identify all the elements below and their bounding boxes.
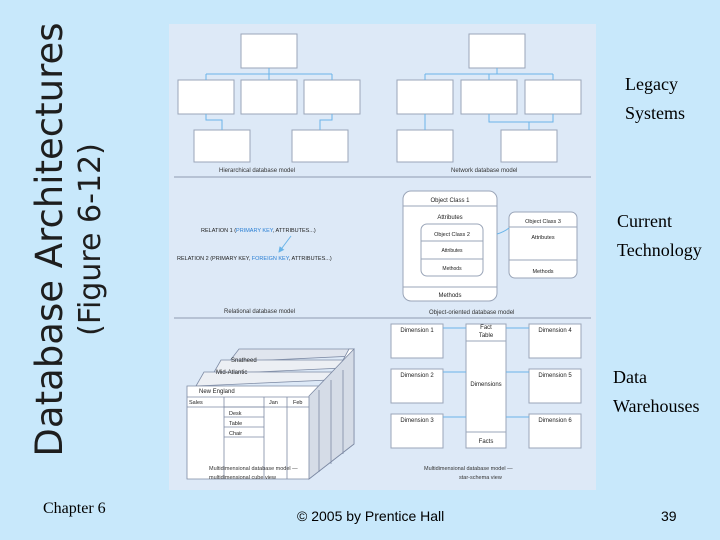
relation-1: RELATION 1 (PRIMARY KEY, ATTRIBUTES...) bbox=[201, 228, 316, 234]
dimension-box bbox=[390, 413, 444, 449]
object-class-2-methods: Methods bbox=[442, 266, 462, 272]
hier-leaf-box bbox=[193, 129, 251, 163]
legacy-line-1: Legacy bbox=[625, 74, 678, 94]
object-class-3-methods: Methods bbox=[532, 269, 553, 275]
object-class-3-attributes: Attributes bbox=[531, 235, 554, 241]
data-warehouses-label: Data Warehouses bbox=[613, 363, 700, 421]
slide-title: Database Architectures (Figure 6-12) bbox=[28, 12, 128, 467]
cube-midatlantic-label: Mid-Atlantic bbox=[216, 370, 247, 376]
cube-sales-label: Sales bbox=[189, 400, 203, 406]
current-technology-label: Current Technology bbox=[617, 207, 702, 265]
slide-title-sub: (Figure 6-12) bbox=[73, 143, 108, 336]
dimension-box bbox=[528, 323, 582, 359]
object-methods-label: Methods bbox=[438, 293, 461, 299]
fact-label: Fact bbox=[480, 325, 492, 331]
hier-child-box bbox=[177, 79, 235, 115]
cube-newengland-label: New England bbox=[199, 389, 235, 395]
cube-row-label: Desk bbox=[229, 411, 242, 417]
network-box bbox=[524, 79, 582, 115]
cube-row-label: Table bbox=[229, 421, 242, 427]
hier-child-box bbox=[303, 79, 361, 115]
cube-labels: Snatheed Mid-Atlantic New England Sales … bbox=[189, 358, 302, 437]
relational-caption: Relational database model bbox=[224, 309, 295, 315]
slide-title-main: Database Architectures bbox=[28, 22, 71, 457]
network-box bbox=[396, 129, 454, 163]
hierarchical-model bbox=[177, 33, 361, 163]
object-class-2-inner bbox=[420, 223, 484, 277]
current-line-2: Technology bbox=[617, 240, 702, 260]
legacy-systems-label: Legacy Systems bbox=[625, 70, 685, 128]
cube-caption-2: multidimensional cube view bbox=[209, 475, 276, 481]
cube-caption-1: Multidimensional database model — bbox=[209, 466, 298, 472]
page-number: 39 bbox=[661, 508, 677, 524]
dimension-label: Dimension 4 bbox=[538, 328, 572, 334]
network-caption: Network database model bbox=[451, 168, 517, 174]
hier-child-box bbox=[240, 79, 298, 115]
copyright-label: © 2005 by Prentice Hall bbox=[297, 508, 445, 524]
fact-table bbox=[465, 323, 507, 449]
cube-model bbox=[186, 348, 355, 480]
dimension-label: Dimension 5 bbox=[538, 373, 572, 379]
object-model: Object Class 1 Attributes Object Class 2… bbox=[402, 190, 578, 316]
object-link bbox=[496, 227, 510, 235]
star-schema: Dimension 1 Dimension 2 Dimension 3 Dime… bbox=[390, 323, 582, 481]
hier-connectors bbox=[205, 68, 333, 130]
relational-model: RELATION 1 (PRIMARY KEY, ATTRIBUTES...) … bbox=[177, 228, 332, 315]
network-root-box bbox=[468, 33, 526, 69]
network-box bbox=[500, 129, 558, 163]
hier-caption: Hierarchical database model bbox=[219, 168, 295, 174]
warehouse-line-2: Warehouses bbox=[613, 396, 700, 416]
fact-dimensions-label: Dimensions bbox=[470, 382, 501, 388]
architecture-figure: Hierarchical database model Network data… bbox=[169, 24, 596, 490]
object-caption: Object-oriented database model bbox=[429, 310, 514, 316]
architecture-diagram: Hierarchical database model Network data… bbox=[174, 33, 591, 481]
chapter-label: Chapter 6 bbox=[43, 500, 106, 517]
dimension-label: Dimension 6 bbox=[538, 418, 572, 424]
dimension-box bbox=[390, 323, 444, 359]
network-box bbox=[396, 79, 454, 115]
object-class-3-label: Object Class 3 bbox=[525, 219, 561, 225]
cube-jan-label: Jan bbox=[269, 400, 278, 406]
network-model bbox=[396, 33, 582, 163]
fact-label: Table bbox=[479, 333, 494, 339]
dimension-label: Dimension 2 bbox=[400, 373, 434, 379]
star-caption-1: Multidimensional database model — bbox=[424, 466, 513, 472]
cube-row-label: Chair bbox=[229, 431, 242, 437]
network-box bbox=[460, 79, 518, 115]
network-connectors bbox=[424, 68, 554, 130]
dimension-label: Dimension 3 bbox=[400, 418, 434, 424]
object-class-2-attributes: Attributes bbox=[441, 248, 463, 254]
warehouse-line-1: Data bbox=[613, 367, 647, 387]
star-caption-2: star-schema view bbox=[459, 475, 502, 481]
fact-facts-label: Facts bbox=[479, 439, 494, 445]
object-class-2-label: Object Class 2 bbox=[434, 232, 470, 238]
object-class-3 bbox=[508, 211, 578, 279]
current-line-1: Current bbox=[617, 211, 672, 231]
dimension-box bbox=[390, 368, 444, 404]
hier-root-box bbox=[240, 33, 298, 69]
legacy-line-2: Systems bbox=[625, 103, 686, 123]
dimension-box bbox=[528, 413, 582, 449]
hier-leaf-box bbox=[291, 129, 349, 163]
cube-spiral-label: Snatheed bbox=[231, 358, 257, 364]
dimension-label: Dimension 1 bbox=[400, 328, 434, 334]
object-class-1-label: Object Class 1 bbox=[430, 198, 470, 204]
relation-2: RELATION 2 (PRIMARY KEY, FOREIGN KEY, AT… bbox=[177, 256, 332, 262]
star-links bbox=[443, 327, 529, 418]
object-attributes-label: Attributes bbox=[437, 215, 462, 221]
dimension-box bbox=[528, 368, 582, 404]
relation-arrow bbox=[278, 235, 292, 253]
cube-feb-label: Feb bbox=[293, 400, 302, 406]
